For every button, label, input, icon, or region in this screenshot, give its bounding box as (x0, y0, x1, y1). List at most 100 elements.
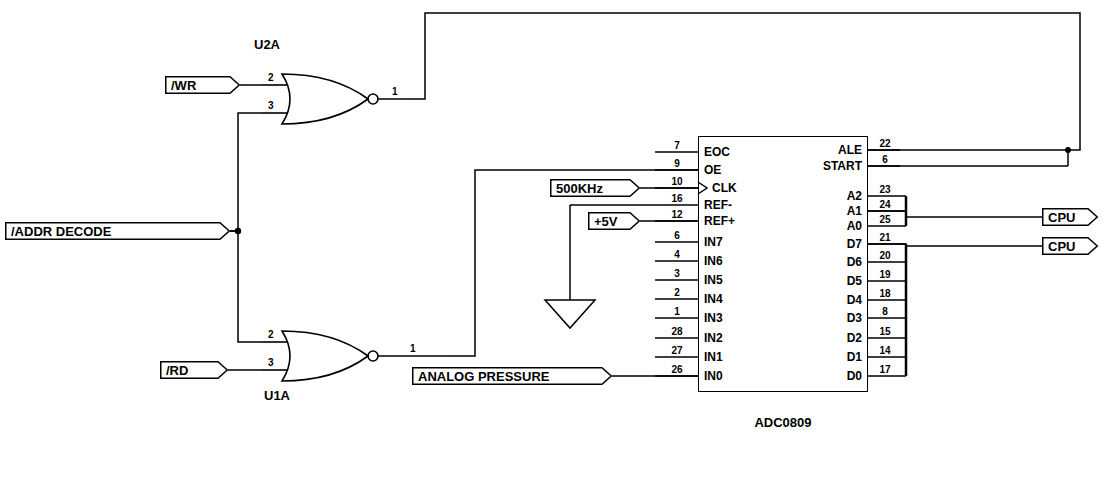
gate-body (282, 331, 368, 381)
pin-number: 2 (268, 329, 274, 340)
signal-flag: /WR (165, 76, 240, 94)
signal-flag: /RD (160, 361, 228, 379)
pin-number: 19 (868, 269, 902, 280)
pin-name: IN1 (704, 350, 723, 364)
pin-number: 3 (660, 268, 694, 279)
pin-stub (262, 84, 288, 86)
pin-stub (655, 260, 698, 262)
pin-stub (262, 341, 288, 343)
wire (612, 375, 698, 377)
pin-number: 1 (660, 306, 694, 317)
pin-number: 25 (868, 214, 902, 225)
pin-stub (655, 279, 698, 281)
pin-number: 14 (868, 345, 902, 356)
pin-name: D2 (847, 331, 862, 345)
pin-number: 6 (660, 230, 694, 241)
pin-stub (868, 165, 900, 167)
pin-name: D5 (847, 274, 862, 288)
gate-body (282, 74, 368, 124)
ground-wire (570, 204, 655, 206)
signal-flag: 500KHz (550, 179, 640, 197)
ground-wire (569, 205, 571, 300)
signal-name: CPU (1042, 209, 1075, 227)
pin-number: 3 (268, 357, 274, 368)
pin-name: EOC (704, 145, 730, 159)
pin-stub (868, 225, 906, 227)
pin-number: 1 (392, 86, 398, 97)
pin-name: REF+ (704, 214, 735, 228)
pin-name: IN0 (704, 369, 723, 383)
pin-number: 17 (868, 364, 902, 375)
pin-name: D7 (847, 237, 862, 251)
inversion-bubble (368, 94, 378, 104)
pin-number: 23 (868, 184, 902, 195)
pin-name: D4 (847, 293, 862, 307)
pin-number: 12 (660, 209, 694, 220)
signal-name: /ADDR DECODE (5, 223, 111, 241)
nor-gate: U2A (262, 73, 412, 125)
pin-number: 4 (660, 249, 694, 260)
pin-number: 2 (268, 72, 274, 83)
signal-flag: CPU (1042, 237, 1098, 255)
pin-stub (868, 280, 906, 282)
wire (412, 13, 1080, 150)
pin-number: 7 (660, 140, 694, 151)
pin-stub (655, 337, 698, 339)
pin-number: 2 (660, 287, 694, 298)
pin-number: 3 (268, 100, 274, 111)
pin-name: IN5 (704, 273, 723, 287)
pin-number: 22 (868, 138, 902, 149)
data-bus (905, 244, 908, 376)
wire (452, 170, 698, 356)
start-wire (868, 165, 1068, 167)
wire (868, 211, 1042, 217)
pin-number: 28 (660, 326, 694, 337)
pin-name: IN3 (704, 311, 723, 325)
adc-chip: ADC0809 (698, 136, 868, 392)
pin-number: 21 (868, 232, 902, 243)
pin-name: D3 (847, 311, 862, 325)
clock-marker (698, 182, 707, 194)
pin-name: IN2 (704, 331, 723, 345)
pin-name: D0 (847, 369, 862, 383)
pin-stub (868, 375, 906, 377)
pin-name: D6 (847, 255, 862, 269)
pin-stub (262, 112, 288, 114)
wire (228, 369, 262, 371)
pin-name: IN7 (704, 235, 723, 249)
pin-number: 6 (868, 154, 902, 165)
pin-number: 10 (660, 176, 694, 187)
pin-stub (868, 356, 906, 358)
pin-stub (655, 298, 698, 300)
pin-stub (868, 261, 906, 263)
pin-number: 26 (660, 364, 694, 375)
signal-flag: CPU (1042, 208, 1098, 226)
signal-flag: +5V (588, 212, 640, 230)
pin-name: IN6 (704, 254, 723, 268)
pin-stub (868, 317, 906, 319)
pin-name: OE (704, 163, 721, 177)
pin-number: 18 (868, 288, 902, 299)
pin-stub (378, 98, 412, 100)
signal-name: /WR (165, 77, 196, 95)
pin-number: 15 (868, 326, 902, 337)
signal-name: CPU (1042, 238, 1075, 256)
pin-name: A0 (847, 219, 862, 233)
signal-name: /RD (160, 362, 188, 380)
wire (640, 187, 698, 189)
pin-name: IN4 (704, 292, 723, 306)
signal-name: +5V (588, 213, 618, 231)
wire (868, 244, 1042, 246)
part-reference: U2A (254, 37, 280, 52)
pin-stub (655, 241, 698, 243)
signal-flag: /ADDR DECODE (5, 222, 230, 240)
signal-name: 500KHz (550, 180, 603, 198)
pin-number: 27 (660, 345, 694, 356)
wire (240, 84, 262, 86)
pin-number: 24 (868, 199, 902, 210)
wire (640, 220, 698, 222)
pin-number: 16 (660, 193, 694, 204)
inversion-bubble (368, 351, 378, 361)
